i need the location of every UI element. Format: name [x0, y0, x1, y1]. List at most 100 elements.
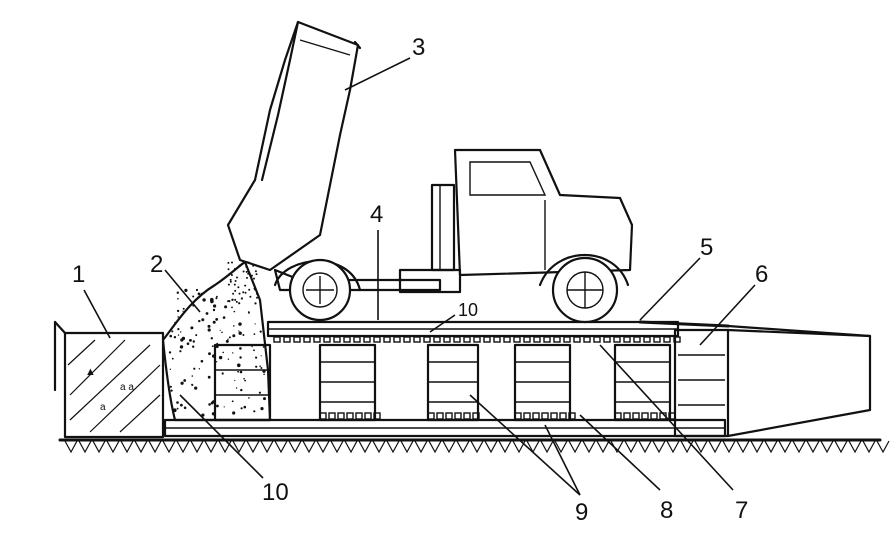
fill-speck [194, 386, 198, 390]
deck-joint [413, 336, 421, 343]
column-4 [613, 343, 672, 422]
ground-hatch-mark [78, 440, 92, 454]
deck-joint [403, 336, 411, 343]
svg-text:a a: a a [120, 382, 134, 393]
ground-hatch-mark [64, 440, 78, 454]
deck-joint [283, 336, 291, 343]
falling-fill-speck [253, 287, 256, 290]
ground-hatch-mark [176, 440, 190, 454]
fill-speck [207, 324, 211, 328]
falling-fill-speck [238, 264, 241, 267]
ground-hatch-mark [218, 440, 232, 454]
fill-speck [239, 347, 242, 350]
deck-joint [363, 336, 371, 343]
column-3 [513, 343, 572, 422]
ground-hatch-mark [400, 440, 414, 454]
column-base-block [355, 412, 363, 420]
ground-hatch-mark [358, 440, 372, 454]
fill-speck [183, 379, 187, 382]
fill-speck [222, 351, 224, 354]
fill-speck [254, 323, 256, 325]
ground-hatch-mark [288, 440, 302, 454]
ground-hatch-mark [792, 440, 806, 454]
column-base-block [632, 412, 640, 420]
fill-speck [221, 331, 223, 334]
falling-fill-speck [234, 280, 237, 282]
fill-speck [216, 404, 219, 408]
falling-fill-speck [234, 289, 237, 292]
label-8: 8 [660, 497, 673, 524]
fill-speck [171, 330, 174, 333]
ground-hatch-mark [834, 440, 848, 454]
deck-joint [563, 336, 571, 343]
front-wheel [551, 256, 619, 324]
fill-speck [210, 297, 214, 302]
falling-fill-speck [256, 296, 258, 299]
column-left-edge [213, 343, 272, 422]
deck-joint [373, 336, 381, 343]
ground-hatch-mark [750, 440, 764, 454]
label-1: 1 [72, 261, 85, 288]
deck-joint [453, 336, 461, 343]
deck-joint [273, 336, 281, 343]
ground-hatch-mark [862, 440, 876, 454]
deck-joint [643, 336, 651, 343]
ground-hatch-mark [568, 440, 582, 454]
fill-speck [169, 334, 172, 338]
ground-hatch-mark [232, 440, 246, 454]
fill-speck [221, 372, 224, 375]
fill-speck [225, 339, 229, 343]
fill-speck [198, 368, 201, 370]
falling-fill-speck [242, 291, 245, 294]
falling-fill-speck [227, 283, 230, 286]
fill-speck [207, 375, 211, 379]
fill-speck [177, 298, 179, 300]
fill-speck [176, 407, 179, 410]
fill-speck [208, 352, 211, 356]
column-base-block [472, 412, 480, 420]
ground-hatch-mark [428, 440, 442, 454]
fill-speck [169, 368, 172, 370]
fill-speck [231, 306, 233, 309]
fill-speck [243, 405, 247, 409]
ground-hatch-mark [92, 440, 106, 454]
deck-joint [343, 336, 351, 343]
deck-joint [553, 336, 561, 343]
fill-speck [193, 367, 196, 370]
fill-speck [216, 295, 218, 298]
ground-hatch-mark [540, 440, 554, 454]
deck-joint [333, 336, 341, 343]
deck-joint [483, 336, 491, 343]
fill-speck [240, 297, 243, 300]
column-base-block [364, 412, 372, 420]
deck-joint [293, 336, 301, 343]
fill-speck [232, 352, 234, 354]
rear-wheel [288, 258, 352, 322]
fill-speck [180, 331, 182, 333]
falling-fill-speck [249, 295, 252, 298]
ground-hatch-mark [120, 440, 134, 454]
ground-hatch-mark [554, 440, 568, 454]
ground-hatch-mark [806, 440, 820, 454]
deck-joint [503, 336, 511, 343]
label-10-bottom: 10 [262, 479, 289, 506]
fill-speck [215, 361, 218, 363]
truck-cab [430, 148, 634, 277]
deck-joint [653, 336, 661, 343]
column-2 [426, 343, 480, 422]
dump-truck [226, 20, 634, 324]
fill-speck [238, 331, 242, 335]
column-base-block [532, 412, 540, 420]
label-9: 9 [575, 499, 588, 526]
ground-hatch-mark [764, 440, 778, 454]
ground-hatch-mark [134, 440, 148, 454]
deck-joint [313, 336, 321, 343]
fill-speck [179, 345, 184, 349]
fill-speck [192, 345, 195, 348]
fill-speck [181, 336, 186, 341]
column-base-block [641, 412, 649, 420]
ground-hatch-mark [512, 440, 526, 454]
falling-fill-speck [233, 283, 236, 286]
ground-hatch-mark [260, 440, 274, 454]
column-base-block [373, 412, 381, 420]
